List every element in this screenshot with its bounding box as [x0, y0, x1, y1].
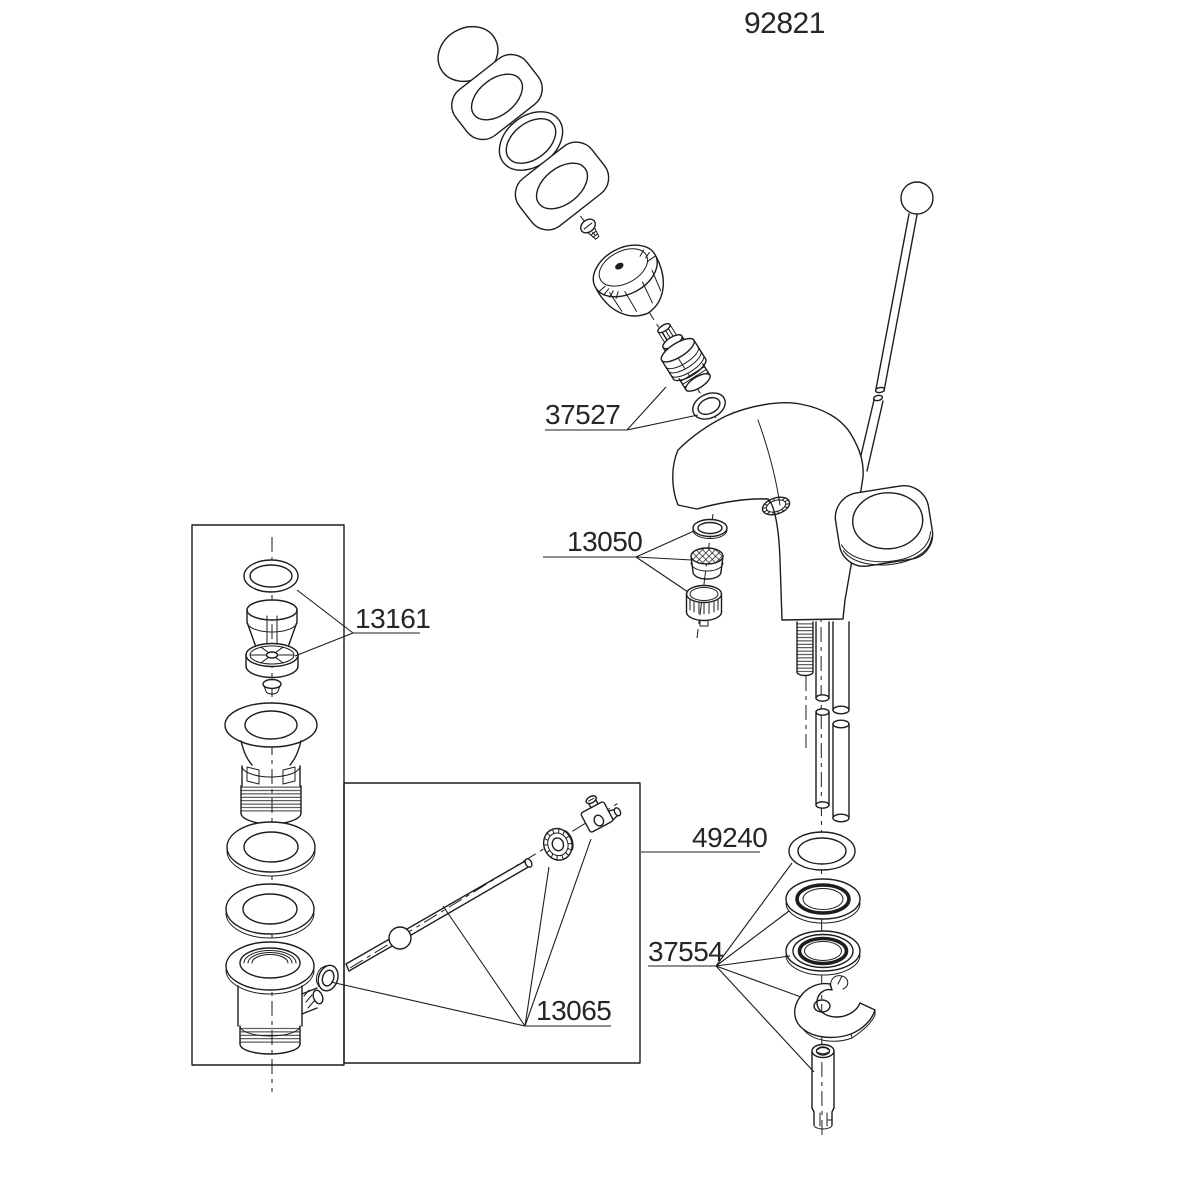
leader-13161 — [294, 589, 420, 657]
stopper-o-ring — [243, 559, 299, 593]
trim-plate-upper — [451, 53, 543, 141]
bonnet-cap — [592, 244, 664, 317]
pivot-nut — [315, 964, 339, 992]
label-pivot-rod: 13065 — [536, 995, 611, 1026]
leader-lines — [294, 386, 815, 1073]
lift-rod-knob — [900, 181, 934, 215]
trim-screw — [579, 218, 600, 240]
mounting-stack — [785, 831, 876, 1130]
supply-tube-left — [815, 621, 830, 809]
label-cartridge: 37527 — [545, 399, 620, 430]
lift-rod — [857, 181, 934, 472]
threaded-shank — [796, 621, 814, 677]
leader-13050 — [543, 530, 695, 593]
cartridge-o-ring — [692, 392, 726, 420]
diagram-title: 92821 — [744, 7, 825, 40]
valve-cartridge — [657, 322, 711, 392]
label-drain-stopper: 13161 — [355, 603, 430, 634]
mounting-o-ring — [788, 831, 856, 871]
drain-washer-upper — [226, 821, 316, 877]
pivot-rod-ball — [388, 926, 412, 950]
rod-clamp — [580, 795, 622, 833]
aerator-insert — [690, 547, 724, 580]
labels: 92821 37527 13050 13161 49240 37554 1306… — [355, 7, 825, 1026]
pivot-rod — [345, 859, 531, 972]
handle-trim-stack — [437, 25, 610, 240]
supply-group — [796, 621, 850, 823]
handle-dome-cap — [852, 492, 924, 550]
handle-dome — [834, 485, 934, 567]
aerator-shell — [685, 584, 723, 627]
bonnet-screw-hole — [615, 262, 624, 270]
leader-37554 — [648, 862, 815, 1073]
leader-37527 — [545, 386, 699, 431]
supply-tube-right — [832, 621, 850, 823]
trim-ring-gasket — [498, 111, 564, 171]
pivot-rod-assembly — [345, 795, 622, 972]
drain-stopper — [245, 599, 299, 695]
trim-plate-lower — [514, 141, 610, 231]
drain-flange — [224, 702, 318, 825]
mounting-clip — [794, 975, 876, 1042]
friction-washer — [785, 878, 861, 924]
label-mounting-kit: 37554 — [648, 936, 723, 967]
drain-body — [225, 941, 324, 1055]
leader-13065 — [330, 838, 611, 1027]
label-aerator: 13050 — [567, 526, 642, 557]
knurled-nut — [542, 827, 574, 861]
aerator-stack — [685, 518, 728, 627]
label-drain-rod-assembly: 49240 — [692, 822, 767, 853]
drain-assembly — [224, 559, 339, 1055]
aerator-washer — [692, 518, 728, 539]
mounting-stud — [811, 1043, 835, 1130]
spout-outlet — [761, 496, 791, 516]
base-gasket — [785, 930, 861, 976]
drain-washer-lower — [225, 883, 315, 939]
rod-parts-box — [343, 782, 641, 1064]
